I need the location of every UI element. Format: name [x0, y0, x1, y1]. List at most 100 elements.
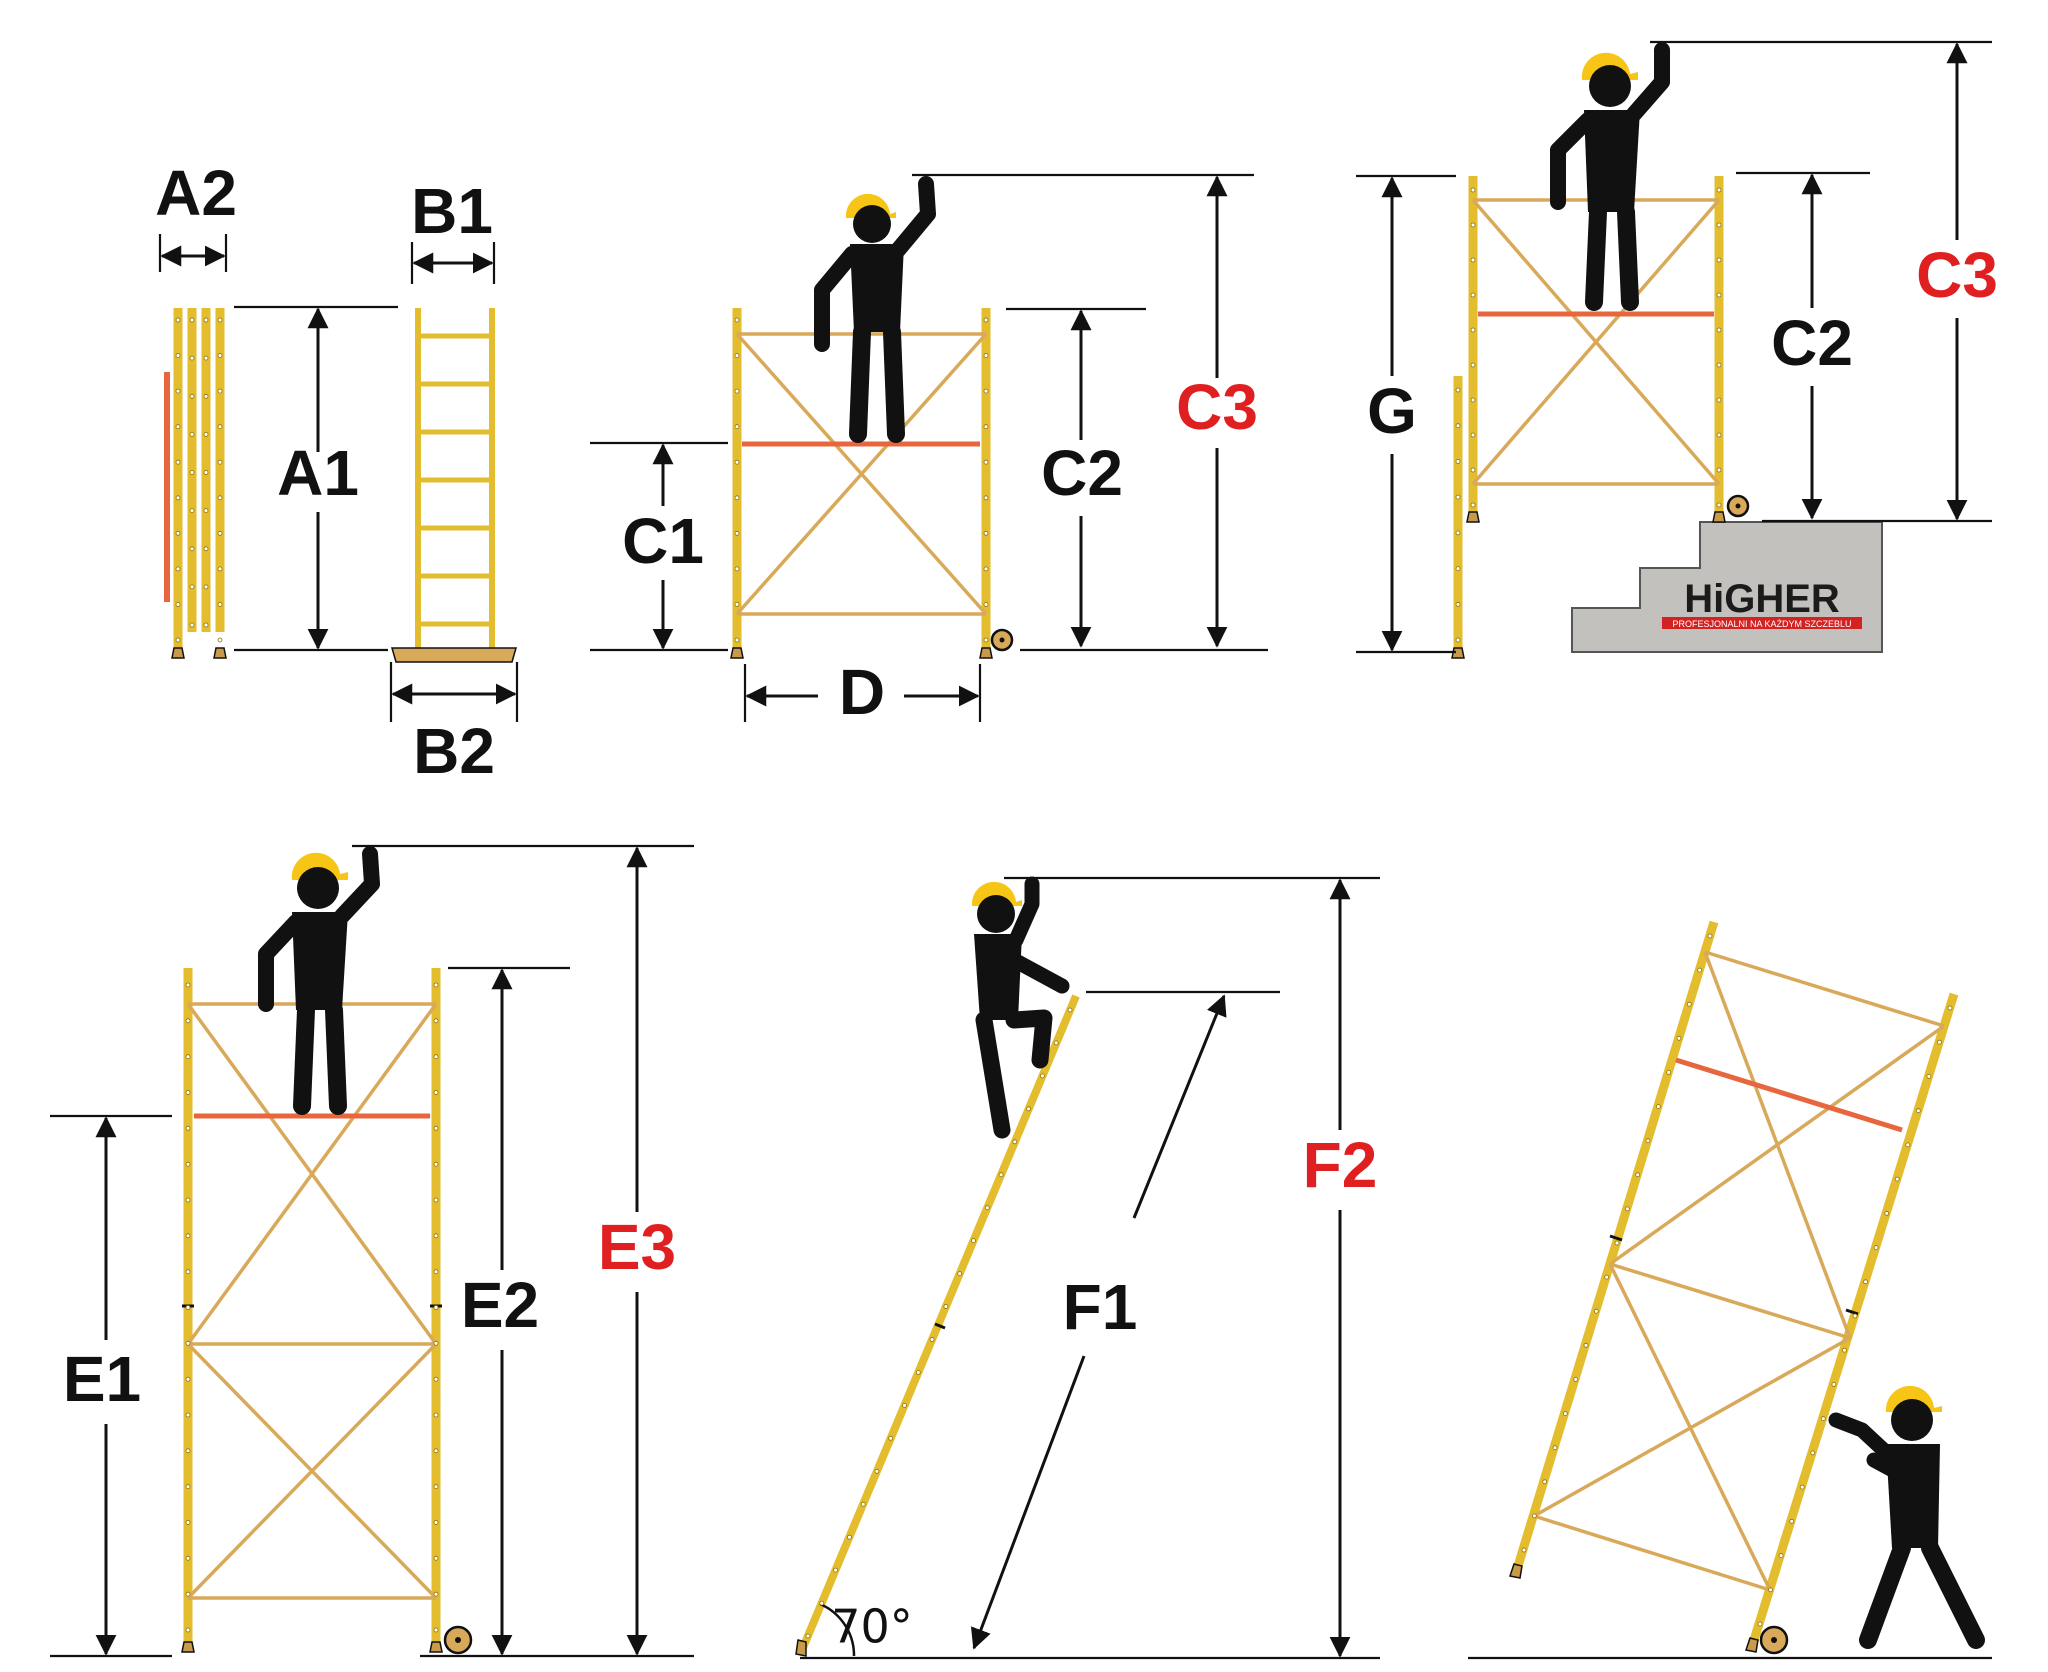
- frame-hole: [957, 1271, 963, 1276]
- frame-hole: [185, 1520, 191, 1525]
- frame-hole: [1552, 1445, 1558, 1451]
- frame-hole: [175, 530, 181, 536]
- ladder-base-plate: [391, 647, 517, 663]
- frame-hole: [433, 1520, 439, 1525]
- frame-hole: [203, 317, 209, 323]
- frame-hole: [217, 459, 223, 465]
- frame-hole: [185, 1340, 191, 1346]
- frame-hole: [1716, 257, 1722, 263]
- frame-hole: [1686, 1001, 1692, 1007]
- frame-hole: [217, 353, 223, 359]
- frame-hole: [1470, 432, 1476, 438]
- frame-hole: [860, 1501, 866, 1507]
- frame-hole: [185, 1018, 191, 1024]
- frame-hole: [1012, 1139, 1018, 1145]
- frame-hole: [734, 495, 740, 501]
- label-e1: E1: [63, 1343, 141, 1415]
- frame-hole: [983, 495, 989, 501]
- frame-hole: [1716, 362, 1722, 368]
- frame-hole: [1455, 387, 1461, 393]
- frame-hole: [998, 1172, 1004, 1178]
- frame-hole: [185, 1591, 191, 1597]
- frame-hole: [433, 982, 439, 988]
- frame-hole: [433, 1340, 439, 1346]
- frame-hole: [1470, 362, 1476, 368]
- dimension-arrow-f1: [1132, 994, 1227, 1219]
- frame-hole: [1716, 327, 1722, 333]
- frame-hole: [1716, 467, 1722, 473]
- frame-hole: [1645, 1138, 1651, 1144]
- frame-hole: [1789, 1518, 1795, 1524]
- frame-hole: [433, 1376, 439, 1382]
- frame-hole: [185, 1161, 191, 1167]
- frame-hole: [433, 1412, 439, 1418]
- frame-hole: [185, 1412, 191, 1418]
- frame-hole: [1926, 1074, 1932, 1079]
- frame-hole: [1716, 187, 1722, 193]
- frame-hole: [175, 637, 181, 643]
- frame-hole: [1831, 1382, 1837, 1387]
- frame-hole: [1470, 257, 1476, 263]
- frame-hole: [1521, 1547, 1527, 1553]
- frame-hole: [983, 637, 989, 643]
- frame-hole: [1635, 1172, 1641, 1178]
- frame-hole: [734, 530, 740, 536]
- frame-hole: [983, 566, 989, 572]
- frame-hole: [189, 584, 195, 590]
- label-d: D: [839, 656, 885, 728]
- frame-hole: [189, 317, 195, 323]
- frame-hole: [1470, 292, 1476, 298]
- frame-hole: [203, 508, 209, 514]
- tall-tower-frame: [181, 968, 473, 1655]
- frame-hole: [1470, 327, 1476, 333]
- frame-hole: [185, 1125, 191, 1131]
- frame-hole: [888, 1435, 894, 1441]
- frame-hole: [1716, 222, 1722, 228]
- frame-hole: [185, 982, 191, 988]
- leaning-ladder: [795, 994, 1080, 1657]
- label-c1: C1: [622, 505, 704, 577]
- frame-hole: [1873, 1245, 1879, 1250]
- frame-hole: [984, 1205, 990, 1211]
- frame-hole: [217, 317, 223, 323]
- frame-hole: [433, 1125, 439, 1131]
- frame-hole: [185, 1197, 191, 1203]
- frame-hole: [189, 393, 195, 399]
- frame-hole: [983, 317, 989, 323]
- label-angle-70: 70°: [831, 1600, 913, 1654]
- frame-hole: [1455, 423, 1461, 429]
- frame-hole: [1531, 1513, 1537, 1519]
- frame-hole: [734, 637, 740, 643]
- higher-logo: HiGHER: [1684, 577, 1840, 621]
- worker-standing-on-scaffold: [814, 176, 936, 443]
- ladder-section: [391, 308, 517, 663]
- frame-hole: [175, 353, 181, 359]
- frame-hole: [1852, 1313, 1858, 1319]
- frame-hole: [1583, 1342, 1589, 1348]
- frame-hole: [203, 584, 209, 590]
- frame-hole: [175, 424, 181, 430]
- frame-hole: [185, 1376, 191, 1382]
- frame-hole: [1614, 1240, 1620, 1246]
- frame-hole: [1655, 1104, 1661, 1109]
- frame-hole: [983, 353, 989, 359]
- frame-hole: [847, 1534, 852, 1540]
- frame-hole: [1676, 1035, 1682, 1041]
- frame-hole: [185, 1269, 191, 1275]
- frame-hole: [1470, 502, 1476, 508]
- frame-hole: [1894, 1176, 1900, 1182]
- label-c3-middle: C3: [1176, 371, 1258, 443]
- frame-hole: [217, 388, 223, 394]
- logo-tagline: PROFESJONALNI NA KAŻDYM SZCZEBLU: [1672, 619, 1851, 629]
- frame-hole: [1716, 292, 1722, 298]
- frame-hole: [1810, 1450, 1816, 1456]
- frame-hole: [433, 1233, 439, 1239]
- frame-hole: [874, 1468, 880, 1474]
- frame-hole: [217, 495, 223, 501]
- leaning-ladder-panel: 70° F1 F2: [795, 876, 1380, 1660]
- frame-hole: [1593, 1308, 1599, 1314]
- scaffold-frame: [730, 308, 1014, 659]
- frame-hole: [1067, 1007, 1073, 1013]
- folded-ladder-panel: A2 A1: [155, 157, 398, 659]
- label-f2: F2: [1303, 1129, 1378, 1201]
